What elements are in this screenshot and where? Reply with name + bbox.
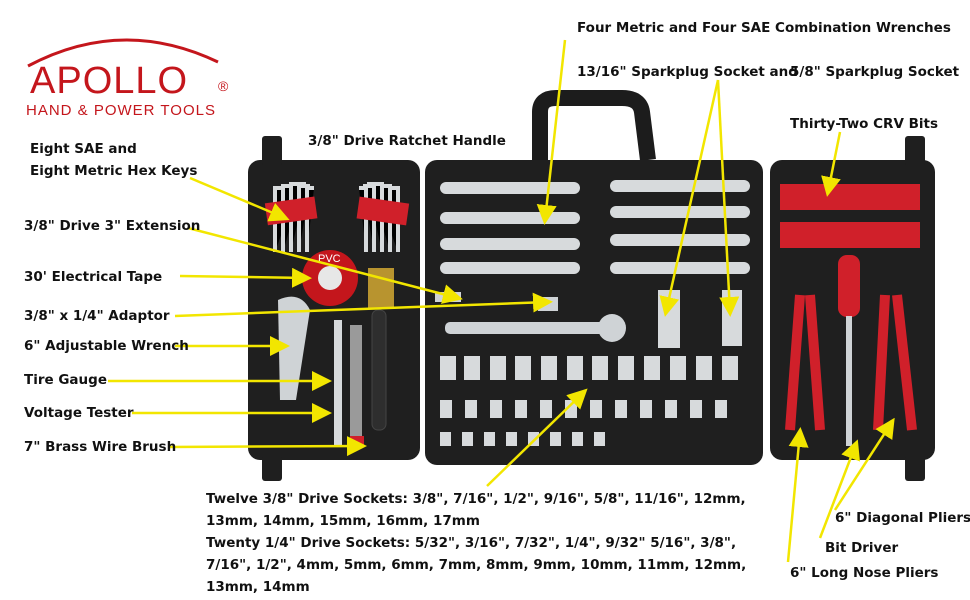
long-nose-pliers xyxy=(785,294,825,431)
label-brush: 7" Brass Wire Brush xyxy=(24,439,177,455)
brand-tagline: HAND & POWER TOOLS xyxy=(26,102,216,119)
brass-brush-head xyxy=(368,268,394,308)
sparkplug-socket-58 xyxy=(722,290,742,346)
crv-bits-bottom xyxy=(780,222,920,248)
label-diagonal-pliers: 6" Diagonal Pliers xyxy=(835,510,970,526)
sockets-38 xyxy=(440,356,738,380)
case-handle xyxy=(532,90,656,161)
label-bits: Thirty-Two CRV Bits xyxy=(790,116,939,132)
label-adaptor: 3/8" x 1/4" Adaptor xyxy=(24,308,170,324)
label-wrenches: Four Metric and Four SAE Combination Wre… xyxy=(577,20,951,36)
sockets-38-line1: Twelve 3/8" Drive Sockets: 3/8", 7/16", … xyxy=(206,491,746,507)
adjustable-wrench xyxy=(278,296,310,400)
brand-registered: ® xyxy=(218,78,229,94)
tape-label: PVC xyxy=(318,253,341,265)
hex-key-holder-right xyxy=(356,196,410,226)
sockets-description: Twelve 3/8" Drive Sockets: 3/8", 7/16", … xyxy=(206,488,746,598)
label-hex-keys-line1: Eight SAE and xyxy=(30,141,137,157)
sockets-14-line1: Twenty 1/4" Drive Sockets: 5/32", 3/16",… xyxy=(206,535,737,551)
label-bit-driver: Bit Driver xyxy=(825,540,899,556)
brand-name: APOLLO xyxy=(30,60,189,102)
label-adjustable-wrench: 6" Adjustable Wrench xyxy=(24,338,189,354)
label-tape: 30' Electrical Tape xyxy=(24,269,163,285)
label-long-nose-pliers: 6" Long Nose Pliers xyxy=(790,565,939,581)
label-ratchet: 3/8" Drive Ratchet Handle xyxy=(308,133,506,149)
ratchet-handle xyxy=(445,322,610,334)
sockets-14-line2: 7/16", 1/2", 4mm, 5mm, 6mm, 7mm, 8mm, 9m… xyxy=(206,557,747,573)
label-sparkplug-1316: 13/16" Sparkplug Socket and xyxy=(577,64,798,80)
diagonal-pliers xyxy=(873,294,917,431)
case-center-panel xyxy=(425,160,763,465)
label-voltage-tester: Voltage Tester xyxy=(24,405,134,421)
tire-gauge xyxy=(334,320,342,445)
sockets-14-line3: 13mm, 14mm xyxy=(206,579,310,595)
bit-driver xyxy=(838,255,860,317)
adaptor xyxy=(538,297,558,311)
crv-bits-top xyxy=(780,184,920,210)
label-hex-keys-line2: Eight Metric Hex Keys xyxy=(30,163,198,179)
extension-bar xyxy=(435,292,461,302)
label-tire-gauge: Tire Gauge xyxy=(24,372,107,388)
voltage-tester xyxy=(350,325,362,443)
logo-arc xyxy=(27,38,219,68)
label-sparkplug-58: 5/8" Sparkplug Socket xyxy=(790,64,960,80)
label-extension: 3/8" Drive 3" Extension xyxy=(24,218,201,234)
sparkplug-socket-1316 xyxy=(658,290,680,348)
sockets-38-line2: 13mm, 14mm, 15mm, 16mm, 17mm xyxy=(206,513,480,529)
